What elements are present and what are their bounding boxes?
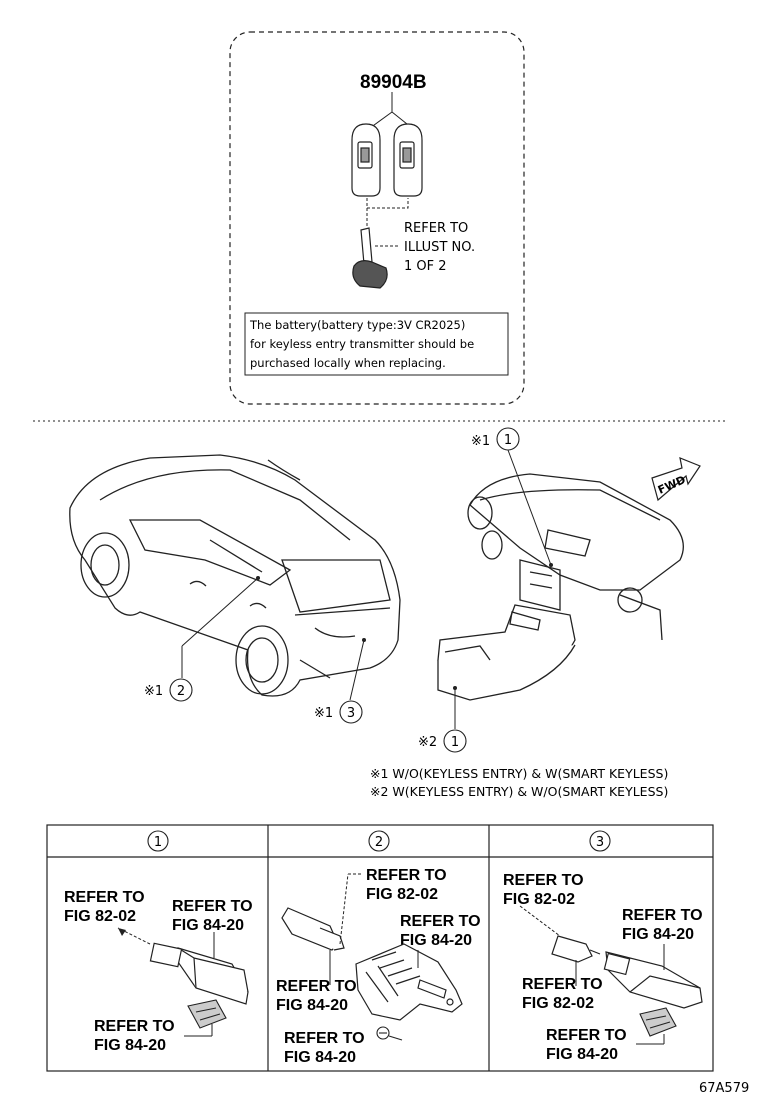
top-panel-border xyxy=(229,31,525,405)
callout-circle xyxy=(339,700,363,724)
dashed-link xyxy=(366,198,409,209)
antenna-module-icon xyxy=(603,951,703,1009)
panel1-ref-b-line1: REFER TO xyxy=(172,898,253,915)
table-header-1: 1 xyxy=(154,835,162,850)
leader-line xyxy=(507,449,552,566)
connector-plug-icon xyxy=(551,935,601,963)
leader-line xyxy=(349,639,365,701)
key-fob-icon xyxy=(351,123,381,197)
table-header-circle xyxy=(589,830,611,852)
dashed-link xyxy=(117,927,151,945)
marker-prefix: ※1 xyxy=(471,434,490,449)
leader-line xyxy=(181,577,259,647)
note-line3: purchased locally when replacing. xyxy=(250,356,446,370)
panel2-ref-b-line1: REFER TO xyxy=(400,913,481,930)
refer-line3: 1 OF 2 xyxy=(404,259,447,274)
marker-prefix: ※1 xyxy=(314,706,333,721)
arrow-head xyxy=(118,928,126,936)
panel3-ref-d-line1: REFER TO xyxy=(546,1027,627,1044)
table-header-circle xyxy=(368,830,390,852)
screw-icon xyxy=(376,1026,403,1041)
bracket-clip-icon xyxy=(187,999,227,1029)
panel3-ref-b-line2: FIG 84-20 xyxy=(622,926,694,943)
panel2-ref-c-line1: REFER TO xyxy=(276,978,357,995)
panel1-ref-a-line1: REFER TO xyxy=(64,889,145,906)
panel3-ref-a-line2: FIG 82-02 xyxy=(503,891,575,908)
detail-table xyxy=(46,824,714,1072)
callout-number: 1 xyxy=(451,735,459,750)
dashboard-illustration xyxy=(437,473,684,701)
panel1-ref-c-line2: FIG 84-20 xyxy=(94,1037,166,1054)
callout-circle xyxy=(169,678,193,702)
panel1-ref-a-line2: FIG 82-02 xyxy=(64,908,136,925)
panel1-ref-b-line2: FIG 84-20 xyxy=(172,917,244,934)
mechanical-key-icon xyxy=(352,227,388,289)
panel2-ref-a-line1: REFER TO xyxy=(366,867,447,884)
table-header-3: 3 xyxy=(596,835,604,850)
marker-prefix: ※2 xyxy=(418,735,437,750)
callout-number: 2 xyxy=(177,684,185,699)
panel3-ref-a-line1: REFER TO xyxy=(503,872,584,889)
callout-circle xyxy=(496,427,520,451)
panel3-ref-d-line2: FIG 84-20 xyxy=(546,1046,618,1063)
car-illustration xyxy=(69,454,401,697)
table-header-circle xyxy=(147,830,169,852)
panel3-ref-c-line2: FIG 82-02 xyxy=(522,995,594,1012)
footnote-1: ※1 W/O(KEYLESS ENTRY) & W(SMART KEYLESS) xyxy=(370,766,668,781)
refer-line1: REFER TO xyxy=(404,221,468,236)
refer-line2: ILLUST NO. xyxy=(404,240,475,255)
bracket-assembly-icon xyxy=(355,943,463,1021)
figure-id: 67A579 xyxy=(699,1081,749,1096)
panel3-ref-c-line1: REFER TO xyxy=(522,976,603,993)
fwd-arrow-icon: FWD xyxy=(651,457,701,502)
dashed-link xyxy=(339,873,349,945)
antenna-module-icon xyxy=(281,907,345,951)
part-number: 89904B xyxy=(360,72,427,93)
panel2-ref-d-line1: REFER TO xyxy=(284,1030,365,1047)
panel2-ref-d-line2: FIG 84-20 xyxy=(284,1049,356,1066)
callout-number: 1 xyxy=(504,433,512,448)
table-header-2: 2 xyxy=(375,835,383,850)
key-fob-icon xyxy=(393,123,423,197)
bracket-clip-icon xyxy=(639,1007,677,1037)
antenna-module-icon xyxy=(149,942,249,1005)
panel2-ref-b-line2: FIG 84-20 xyxy=(400,932,472,949)
panel2-ref-c-line2: FIG 84-20 xyxy=(276,997,348,1014)
panel2-ref-a-line2: FIG 82-02 xyxy=(366,886,438,903)
panel1-ref-c-line1: REFER TO xyxy=(94,1018,175,1035)
note-line1: The battery(battery type:3V CR2025) xyxy=(249,318,465,332)
battery-note-box xyxy=(244,312,509,376)
callout-circle xyxy=(443,729,467,753)
marker-prefix: ※1 xyxy=(144,684,163,699)
note-line2: for keyless entry transmitter should be xyxy=(250,337,474,351)
panel3-ref-b-line1: REFER TO xyxy=(622,907,703,924)
callout-number: 3 xyxy=(347,706,355,721)
footnote-2: ※2 W(KEYLESS ENTRY) & W/O(SMART KEYLESS) xyxy=(370,784,668,799)
dashed-link xyxy=(519,905,561,937)
